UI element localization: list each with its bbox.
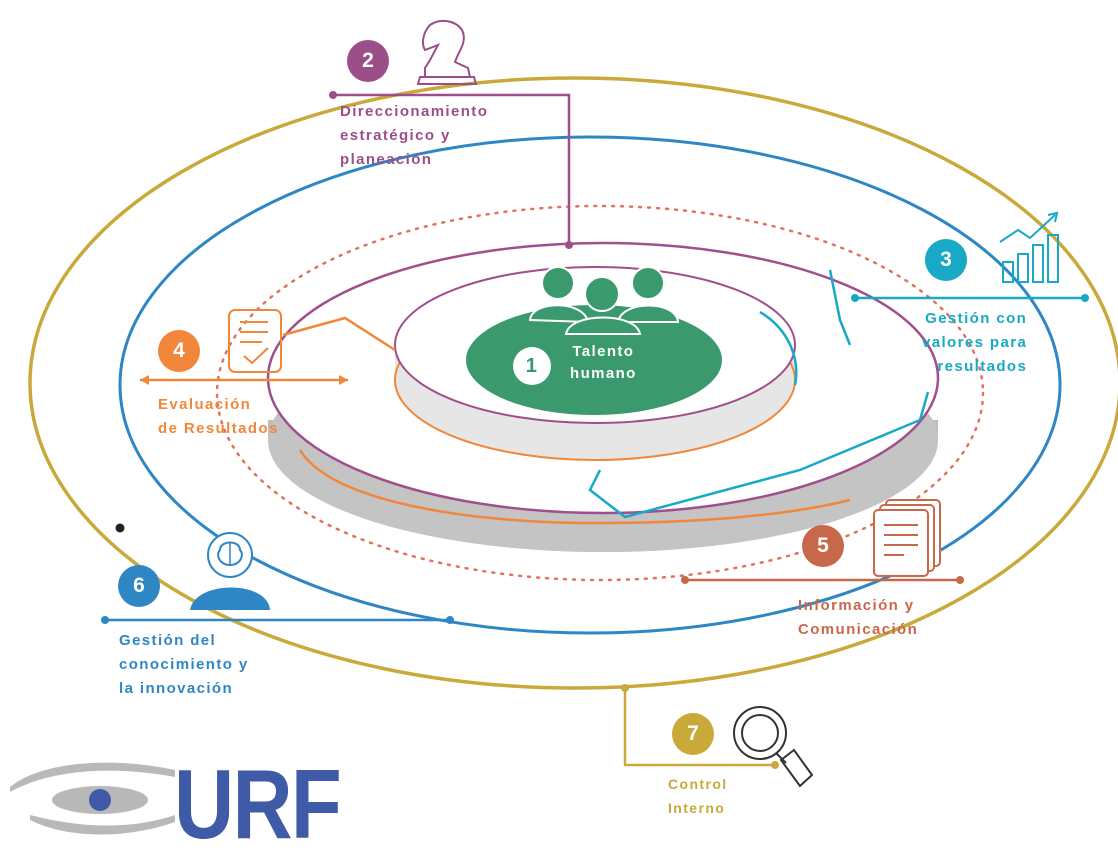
direccionamiento-connector	[333, 93, 571, 245]
direccionamiento-end-dot	[565, 241, 573, 249]
control-end-dot	[771, 761, 779, 769]
orange-ring-arc	[298, 449, 851, 525]
badge-7: 7	[672, 713, 714, 755]
orange-connector	[282, 316, 396, 352]
conocimiento-dot-right	[446, 616, 454, 624]
gestion-valores-label: Gestión con valores para resultados	[922, 310, 1028, 375]
informacion-ring	[215, 204, 985, 582]
chess-knight-icon	[416, 19, 478, 85]
teal-inner-arc	[759, 310, 798, 386]
center-label: Talento humano	[570, 343, 637, 382]
conocimiento-ring	[118, 135, 1062, 635]
badge-3: 3	[925, 239, 967, 281]
documents-icon	[873, 499, 941, 577]
badge-6: 6	[118, 565, 160, 607]
badge-2: 2	[347, 40, 389, 82]
head-brain-icon	[190, 532, 270, 610]
evaluacion-arrow-left	[140, 375, 149, 385]
mipg-diagram: 1 Talento humano 2 Direccionamiento estr…	[10, 19, 1118, 853]
urf-logo-text: URF	[174, 749, 342, 859]
evaluacion-arrow-right	[339, 375, 348, 385]
center-ellipse	[466, 305, 722, 415]
informacion-dot-right	[956, 576, 964, 584]
gestion-valores-dot-right	[1081, 294, 1089, 302]
gestion-valores-dot-left	[851, 294, 859, 302]
growth-chart-icon	[999, 211, 1059, 283]
control-connector	[623, 688, 775, 767]
direccionamiento-label: Direccionamiento estratégico y planeació…	[340, 103, 489, 168]
people-group-icon	[528, 266, 680, 335]
badge-4: 4	[158, 330, 200, 372]
informacion-dot-left	[681, 576, 689, 584]
center-number-circle	[513, 347, 551, 385]
direccionamiento-dot	[329, 91, 337, 99]
control-dot	[621, 684, 629, 692]
checklist-icon	[228, 309, 282, 373]
control-label: Control Interno	[668, 776, 728, 816]
urf-logo-mark	[10, 762, 175, 835]
conocimiento-dot-left	[101, 616, 109, 624]
informacion-label: Información y Comunicación	[798, 597, 919, 638]
badge-5: 5	[802, 525, 844, 567]
evaluacion-label: Evaluación de Resultados	[158, 396, 279, 437]
conocimiento-label: Gestión del conocimiento y la innovación	[119, 632, 249, 697]
diagram-canvas	[10, 19, 1118, 835]
control-ring-dot	[115, 523, 125, 533]
magnifier-icon	[733, 706, 814, 788]
control-ring	[28, 76, 1118, 690]
teal-connector	[588, 269, 930, 519]
center-number: 1	[525, 355, 539, 377]
